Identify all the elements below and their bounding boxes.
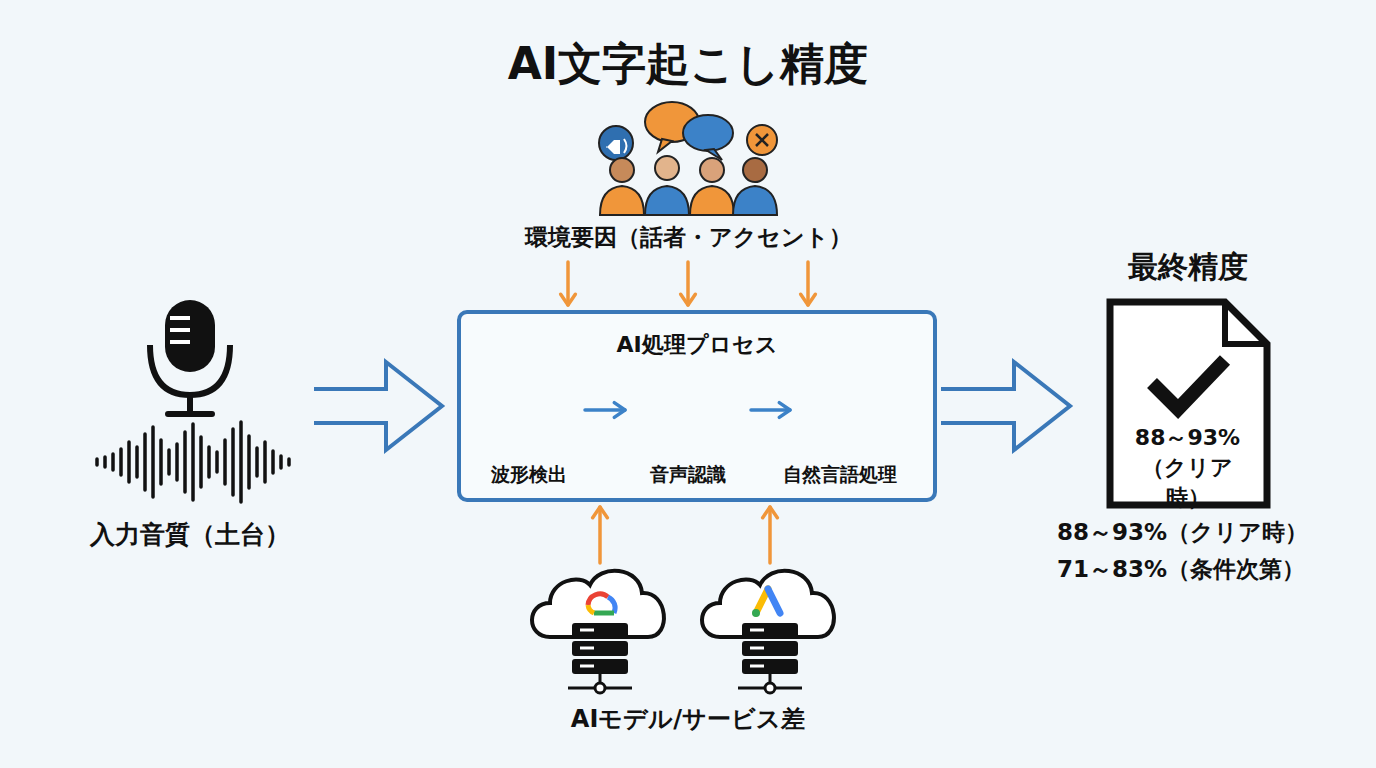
node-label: AI処理プロセス [616, 332, 777, 358]
process-step: 音声認識 [630, 370, 746, 495]
result-doc-fold [1225, 302, 1267, 344]
speakers-illustration [599, 102, 777, 215]
node-value: 88～93% （クリア時） [1123, 423, 1253, 513]
person-body [690, 186, 734, 215]
arrow-head [561, 294, 576, 305]
sound-symbol [624, 139, 627, 153]
process-step: 自然言語処理 [795, 370, 885, 495]
person-body [645, 186, 689, 215]
node-label: 音声認識 [650, 463, 726, 486]
arrow-shaft [768, 507, 772, 563]
speech-bubble [747, 125, 777, 155]
process-box: AI処理プロセス波形検出 音声認識 自然言語処理 [457, 310, 937, 502]
connector-arrow [941, 362, 1070, 450]
server-lights [580, 630, 594, 666]
cloud-shape [532, 571, 664, 637]
arrow-shaft [566, 262, 570, 305]
mic-grille [170, 318, 190, 342]
connector-arrow [314, 362, 442, 450]
connector-arrow [561, 262, 576, 305]
person-body [600, 186, 644, 215]
mic-stand [168, 395, 212, 414]
connector-arrow [801, 262, 816, 305]
ads-logo [752, 609, 760, 617]
model-difference: AIモデル/サービス差 [520, 568, 856, 743]
node-label: AIモデル/サービス差 [571, 705, 805, 734]
arrow-shaft [806, 262, 810, 305]
ads-logo [768, 589, 780, 613]
hollow-arrow [314, 362, 442, 450]
cloud-logo [588, 605, 594, 613]
cloud-logo [594, 611, 614, 616]
microphone-icon [150, 300, 230, 414]
arrow-shaft [686, 262, 690, 305]
node-label: 入力音質（土台） [90, 520, 290, 550]
speaker-symbol [606, 140, 620, 154]
node-label: 波形検出 [491, 463, 567, 486]
node-label: 自然言語処理 [783, 463, 897, 486]
node-label: 最終精度 [1128, 249, 1248, 285]
person-body [733, 186, 777, 215]
cloud-server-icon [702, 571, 834, 693]
check-mark [1152, 360, 1225, 409]
diagram-title: AI文字起こし精度 [508, 38, 868, 91]
process-step: 波形検出 [478, 370, 580, 495]
connector-arrow [681, 262, 696, 305]
person-head [700, 158, 724, 182]
arrow-head [801, 294, 816, 305]
person-head [743, 158, 767, 182]
noise-symbol [756, 134, 768, 146]
connector-arrow [593, 507, 608, 563]
accuracy-note: 71～83%（条件次第） [1057, 556, 1305, 584]
person-head [610, 158, 634, 182]
arrow-head [763, 507, 778, 518]
arrow-head [681, 294, 696, 305]
bubble-tail [658, 139, 672, 152]
sound-waveform [97, 422, 289, 502]
network-node [765, 683, 775, 693]
arrow-head [593, 507, 608, 518]
environment-factor: 環境要因（話者・アクセント） [470, 95, 906, 257]
mic-holder [150, 345, 230, 395]
speech-bubble [599, 126, 633, 160]
input-quality: 入力音質（土台） [70, 290, 310, 555]
speech-bubble [683, 115, 733, 151]
cloud-logo [588, 594, 608, 605]
accuracy-note: 88～93%（クリア時） [1057, 519, 1308, 547]
person-head [655, 156, 679, 180]
server-lights [750, 630, 764, 666]
node-label: 環境要因（話者・アクセント） [525, 224, 852, 252]
final-accuracy: 最終精度 88～93% （クリア時） [1085, 245, 1290, 510]
arrow-shaft [598, 507, 602, 563]
connector-arrow [763, 507, 778, 563]
network-node [595, 683, 605, 693]
hollow-arrow [941, 362, 1070, 450]
cloud-server-icon [532, 571, 664, 693]
mic-capsule [165, 300, 215, 372]
cloud-shape [702, 571, 834, 637]
